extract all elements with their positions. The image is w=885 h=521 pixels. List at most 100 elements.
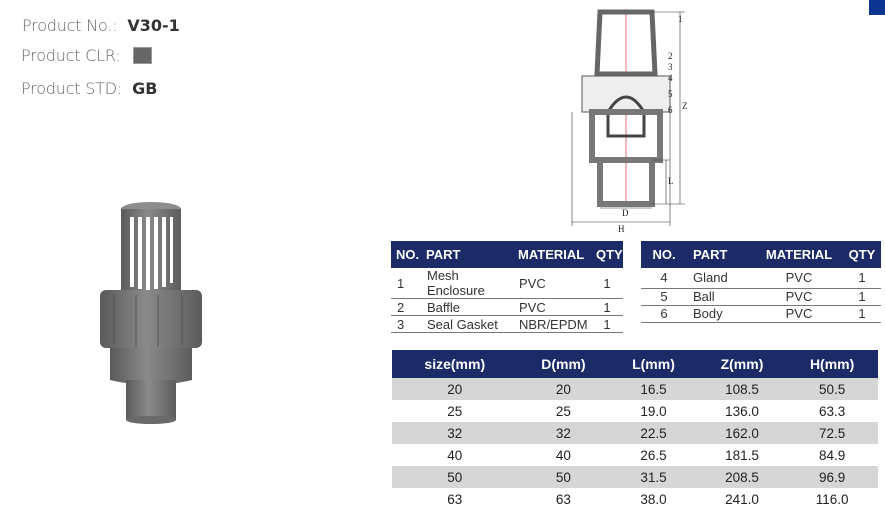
col-h: H(mm) (786, 350, 878, 378)
svg-text:6: 6 (668, 105, 673, 115)
cell-part: Baffle (421, 298, 513, 316)
table-row: 40 40 26.5 181.5 84.9 (392, 444, 878, 466)
cell-part: Seal Gasket (421, 315, 513, 333)
cell: 116.0 (815, 491, 849, 507)
cell-no: 5 (641, 288, 687, 306)
col-z: Z(mm) (697, 350, 787, 378)
cell: 20 (392, 378, 518, 400)
svg-text:5: 5 (668, 89, 673, 99)
cell: 162.0 (697, 422, 787, 444)
color-swatch (132, 47, 152, 64)
col-no: NO. (391, 241, 421, 268)
cell-material: PVC (513, 268, 591, 299)
table-row: 6 Body PVC 1 (641, 305, 881, 323)
cell-material: PVC (513, 298, 591, 316)
parts-table-right: NO. PART MATERIAL QTY 4 Gland PVC 1 5 Ba… (641, 241, 881, 323)
col-part: PART (687, 241, 755, 268)
svg-text:1: 1 (678, 14, 683, 24)
cell-material: PVC (755, 268, 843, 289)
cell: 31.5 (609, 466, 698, 488)
table-row: 63 63 38.0 241.0 116.0 (392, 488, 878, 510)
cell: 40 (447, 447, 463, 463)
cell-qty: 1 (591, 315, 623, 333)
cell: 63.3 (818, 403, 846, 419)
table-row: 25 25 19.0 136.0 63.3 (392, 400, 878, 422)
cell-material: PVC (755, 305, 843, 323)
table-row: 2 Baffle PVC 1 (391, 298, 623, 316)
cell: 32 (517, 422, 610, 444)
cell: 20 (517, 378, 610, 400)
svg-text:4: 4 (668, 73, 673, 83)
cell-qty: 1 (843, 288, 881, 306)
cell: 181.5 (725, 447, 759, 463)
col-d: D(mm) (517, 350, 610, 378)
cell: 25 (447, 403, 463, 419)
cell-part: Ball (687, 288, 755, 306)
cell: 63 (447, 491, 463, 507)
cell-no: 2 (391, 298, 421, 316)
col-size: size(mm) (392, 350, 518, 378)
col-material: MATERIAL (755, 241, 843, 268)
cell: 50 (392, 466, 518, 488)
cell: 38.0 (640, 491, 667, 507)
svg-text:D: D (622, 208, 629, 218)
cell: 136.0 (725, 403, 759, 419)
col-qty: QTY (843, 241, 881, 268)
cell: 40 (555, 447, 571, 463)
cell: 22.5 (609, 422, 698, 444)
cell: 50.5 (786, 378, 878, 400)
spec-value: GB (132, 79, 158, 98)
cell: 32 (392, 422, 518, 444)
table-row: 1 Mesh Enclosure PVC 1 (391, 268, 623, 299)
cell-qty: 1 (591, 268, 623, 299)
cell: 96.9 (786, 466, 878, 488)
table-row: 3 Seal Gasket NBR/EPDM 1 (391, 315, 623, 333)
cell: 108.5 (697, 378, 787, 400)
cell-part: Gland (687, 268, 755, 289)
cell-no: 3 (391, 315, 421, 333)
cell-material: PVC (755, 288, 843, 306)
col-part: PART (421, 241, 513, 268)
table-row: 5 Ball PVC 1 (641, 288, 881, 306)
svg-text:3: 3 (668, 62, 673, 72)
cell: 208.5 (697, 466, 787, 488)
col-material: MATERIAL (513, 241, 591, 268)
cell-qty: 1 (843, 305, 881, 323)
cell: 19.0 (640, 403, 667, 419)
cell-no: 6 (641, 305, 687, 323)
cell-part: Mesh Enclosure (421, 268, 513, 299)
product-photo (100, 202, 202, 424)
cell: 72.5 (786, 422, 878, 444)
svg-text:2: 2 (668, 51, 673, 61)
cell: 84.9 (818, 447, 846, 463)
cell-no: 4 (641, 268, 687, 289)
cell-no: 1 (391, 268, 421, 299)
cell-qty: 1 (843, 268, 881, 289)
spec-label: Product STD: (21, 79, 123, 98)
spec-product-no: Product No.: V30-1 (22, 16, 180, 35)
svg-text:H: H (618, 224, 625, 234)
spec-value: V30-1 (127, 16, 180, 35)
spec-product-clr: Product CLR: (21, 46, 152, 65)
cell-part: Body (687, 305, 755, 323)
cell-material: NBR/EPDM (513, 315, 591, 333)
cell: 241.0 (725, 491, 759, 507)
corner-badge (869, 0, 885, 15)
technical-drawing: 123 456 ZL DH (571, 9, 688, 234)
parts-table-left: NO. PART MATERIAL QTY 1 Mesh Enclosure P… (391, 241, 623, 333)
cell: 16.5 (609, 378, 698, 400)
col-l: L(mm) (609, 350, 698, 378)
table-header-row: NO. PART MATERIAL QTY (391, 241, 623, 268)
spec-product-std: Product STD: GB (21, 79, 157, 98)
spec-label: Product No.: (22, 16, 118, 35)
col-qty: QTY (591, 241, 623, 268)
cell: 26.5 (640, 447, 667, 463)
cell: 50 (517, 466, 610, 488)
cell: 25 (555, 403, 571, 419)
cell: 63 (555, 491, 571, 507)
svg-text:Z: Z (682, 101, 688, 111)
